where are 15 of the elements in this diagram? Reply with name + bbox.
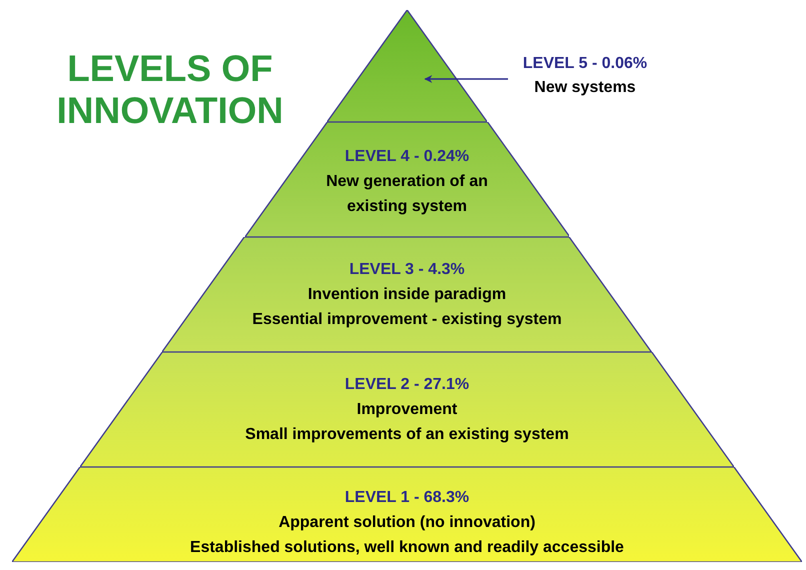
level-description: Invention inside paradigm	[308, 285, 506, 305]
level-heading: LEVEL 1 - 68.3%	[344, 488, 470, 508]
arrow	[424, 75, 508, 83]
level-description: Improvement	[356, 400, 458, 420]
level-description: Apparent solution (no innovation)	[278, 513, 536, 533]
level-heading: LEVEL 3 - 4.3%	[349, 260, 465, 280]
level-heading: LEVEL 2 - 27.1%	[344, 375, 470, 395]
title: LEVELS OF INNOVATION	[56, 48, 284, 132]
level-description: Established solutions, well known and readily accessible	[190, 538, 624, 558]
level-heading: LEVEL 4 - 0.24%	[344, 147, 470, 167]
level-description: New generation of an existing system	[325, 172, 489, 217]
level-description: Essential improvement - existing system	[252, 310, 562, 330]
level-heading: LEVEL 5 - 0.06%	[522, 54, 648, 74]
level-description: Small improvements of an existing system	[245, 425, 569, 445]
level-description: New systems	[534, 78, 636, 98]
